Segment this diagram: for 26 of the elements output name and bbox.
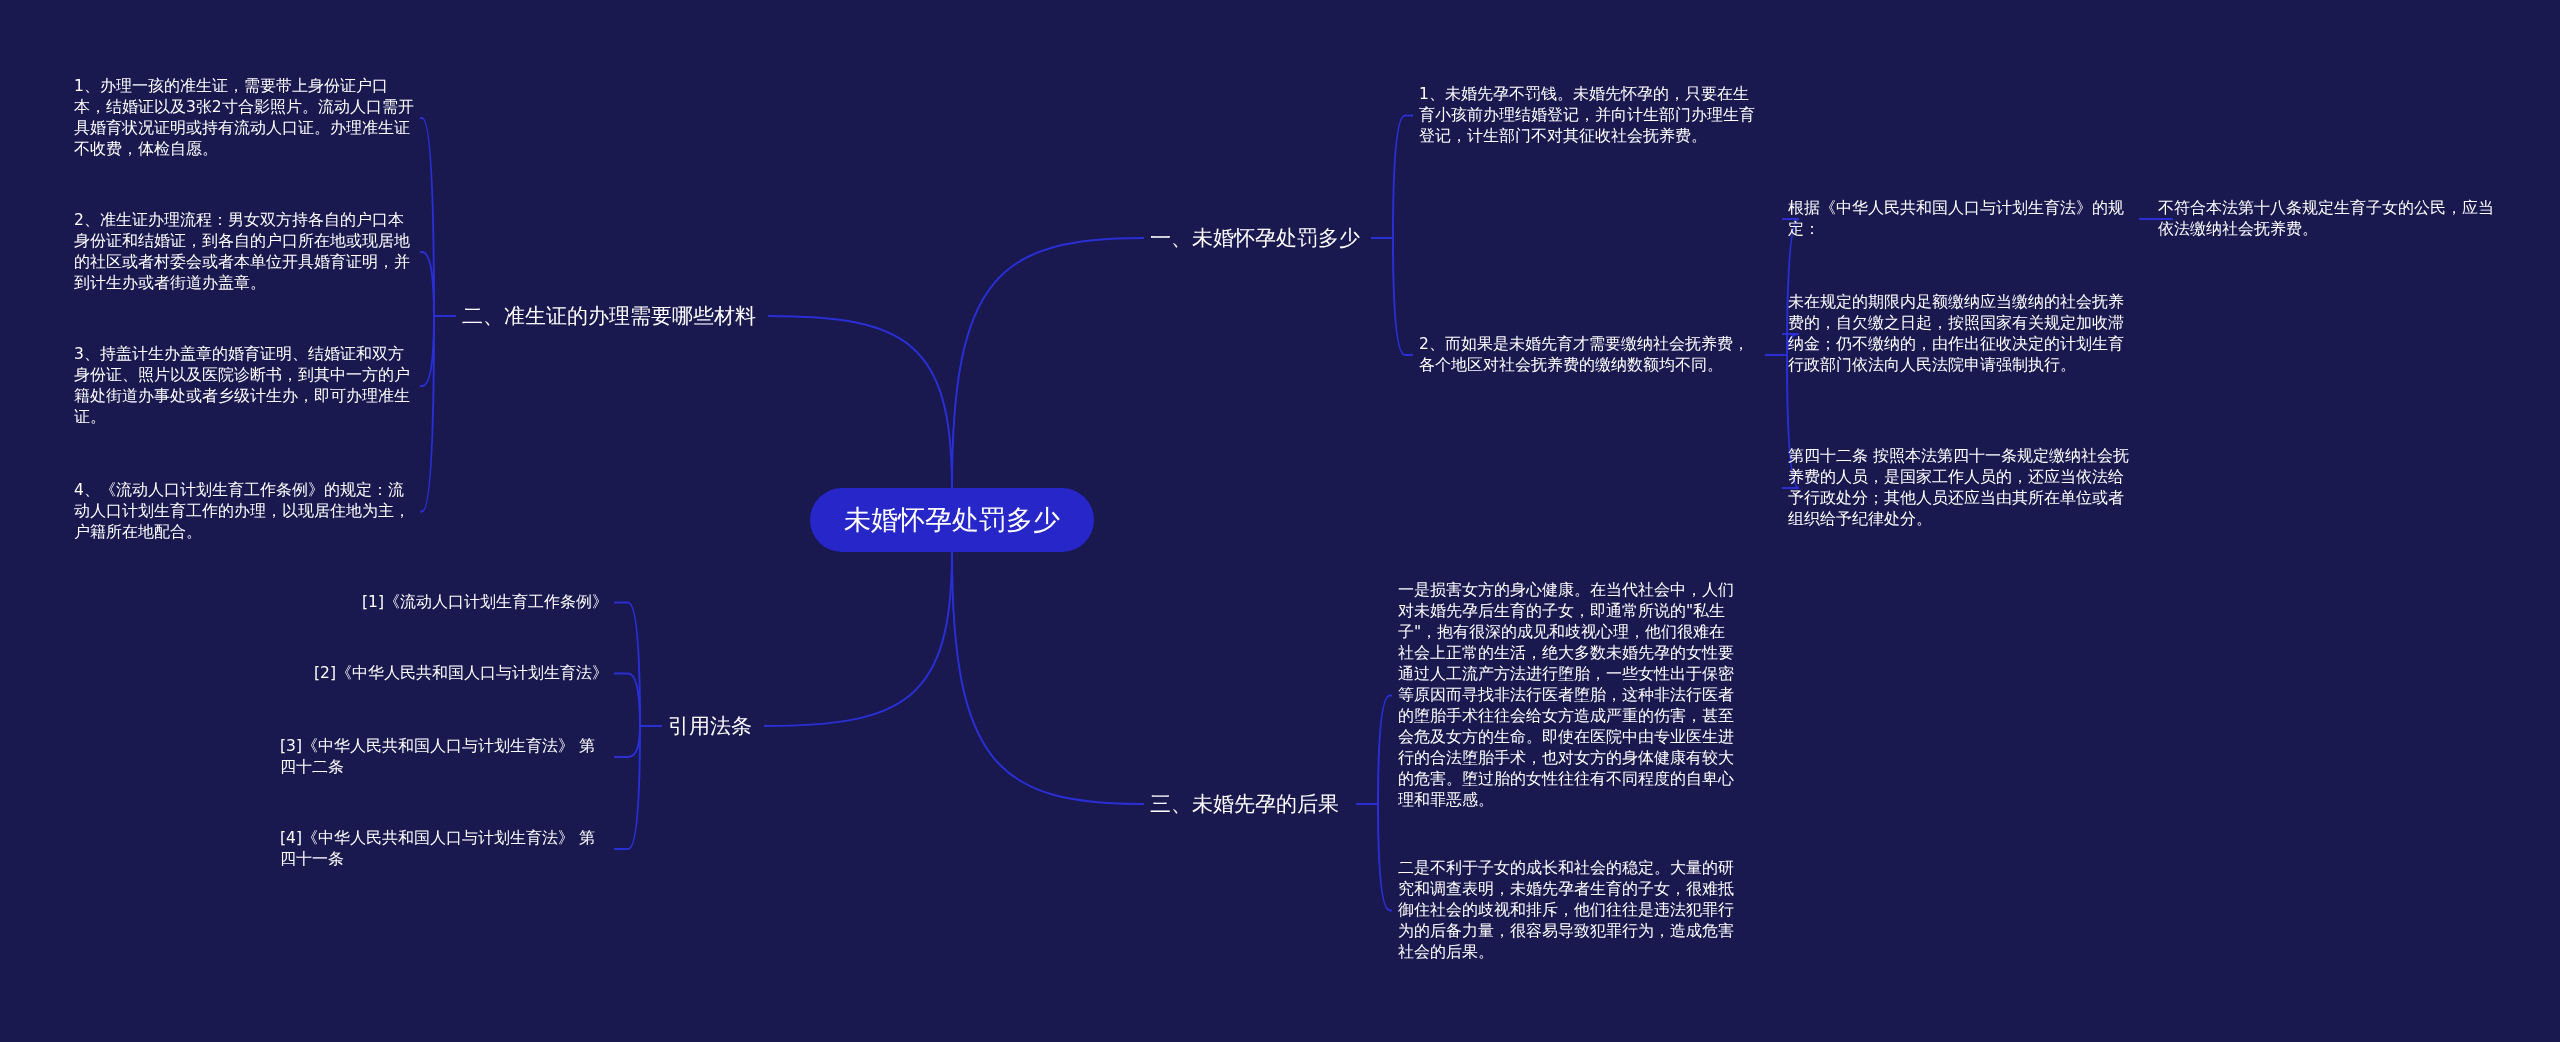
leaf-note: [3]《中华人民共和国人口与计划生育法》 第四十二条 <box>280 736 608 778</box>
branch-topic: 一、未婚怀孕处罚多少 <box>1150 222 1365 254</box>
leaf-note: 不符合本法第十八条规定生育子女的公民，应当依法缴纳社会抚养费。 <box>2158 198 2503 240</box>
leaf-note: 4、《流动人口计划生育工作条例》的规定：流动人口计划生育工作的办理，以现居住地为主，户籍所在地配合。 <box>74 480 414 543</box>
connector-line <box>419 315 457 513</box>
leaf-note: 1、办理一孩的准生证，需要带上身份证户口本，结婚证以及3张2寸合影照片。流动人口需开具婚育状况证明或持有流动人口证。办理准生证不收费，体检自愿。 <box>74 76 414 160</box>
branch-topic: 引用法条 <box>668 710 758 742</box>
branch-topic: 三、未婚先孕的后果 <box>1150 788 1350 820</box>
leaf-note: 一是损害女方的身心健康。在当代社会中，人们对未婚先孕后生育的子女，即通常所说的"私生子"，抱有很深的成见和歧视心理，他们很难在社会上正常的生活，绝大多数未婚先孕的女性要通过人工流产方法进行堕胎，一些女性出于保密等原因而寻找非法行医者堕胎，这种非法行医者的堕胎手术往往会给女方造成严重的伤害，甚至会危及女方的生命。即使在医院中由专业医生进行的合法堕胎手术，也对女方的身体健康有较大的危害。堕过胎的女性往往有不同程度的自卑心理和罪恶感。 <box>1398 580 1738 811</box>
leaf-note: 2、而如果是未婚先育才需要缴纳社会抚养费，各个地区对社会抚养费的缴纳数额均不同。 <box>1419 334 1759 376</box>
leaf-note: [1]《流动人口计划生育工作条例》 <box>270 592 608 613</box>
leaf-note: 2、准生证办理流程：男女双方持各自的户口本身份证和结婚证，到各自的户口所在地或现居地的社区或者村委会或者本单位开具婚育证明，并到计生办或者街道办盖章。 <box>74 210 414 294</box>
leaf-note: 3、持盖计生办盖章的婚育证明、结婚证和双方身份证、照片以及医院诊断书，到其中一方的户籍处街道办事处或者乡级计生办，即可办理准生证。 <box>74 344 414 428</box>
leaf-note: 根据《中华人民共和国人口与计划生育法》的规定： <box>1788 198 2133 240</box>
connector-line <box>1764 354 1800 489</box>
leaf-note: 二是不利于子女的成长和社会的稳定。大量的研究和调查表明，未婚先孕者生育的子女，很难抵御住社会的歧视和排斥，他们往往是违法犯罪行为的后备力量，很容易导致犯罪行为，造成危害社会的后果。 <box>1398 858 1738 963</box>
connector-line <box>1370 237 1414 356</box>
connector-line <box>1355 803 1393 912</box>
leaf-note: [2]《中华人民共和国人口与计划生育法》 <box>270 663 608 684</box>
branch-topic: 二、准生证的办理需要哪些材料 <box>462 300 762 332</box>
central-topic: 未婚怀孕处罚多少 <box>810 488 1094 552</box>
connector-line <box>2138 218 2174 220</box>
leaf-note: 1、未婚先孕不罚钱。未婚先怀孕的，只要在生育小孩前办理结婚登记，并向计生部门办理生育登记，计生部门不对其征收社会抚养费。 <box>1419 84 1759 147</box>
leaf-note: [4]《中华人民共和国人口与计划生育法》 第四十一条 <box>280 828 608 870</box>
leaf-note: 第四十二条 按照本法第四十一条规定缴纳社会抚养费的人员，是国家工作人员的，还应当依法给予行政处分；其他人员还应当由其所在单位或者组织给予纪律处分。 <box>1788 446 2133 530</box>
leaf-note: 未在规定的期限内足额缴纳应当缴纳的社会抚养费的，自欠缴之日起，按照国家有关规定加收滞纳金；仍不缴纳的，由作出征收决定的计划生育行政部门依法向人民法院申请强制执行。 <box>1788 292 2133 376</box>
